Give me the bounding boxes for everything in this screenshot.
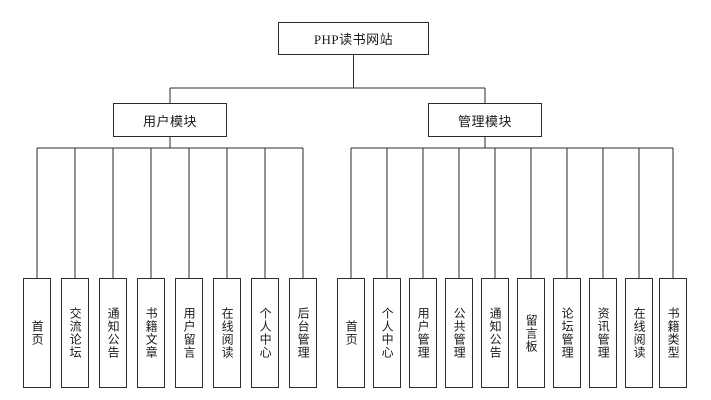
leaf-node-admin-public-mgmt[interactable]: 公共管理 — [445, 278, 473, 388]
leaf-node-user-backend[interactable]: 后台管理 — [289, 278, 317, 388]
module-node-admin[interactable]: 管理模块 — [428, 103, 542, 137]
leaf-node-label: 首页 — [30, 320, 45, 346]
module-node-admin-label: 管理模块 — [457, 113, 512, 129]
leaf-node-admin-user-mgmt[interactable]: 用户管理 — [409, 278, 437, 388]
leaf-node-label: 留言板 — [524, 313, 539, 353]
leaf-node-label: 书籍文章 — [144, 307, 159, 359]
leaf-node-user-center[interactable]: 个人中心 — [251, 278, 279, 388]
root-node-label: PHP读书网站 — [313, 32, 394, 47]
root-node-php-reading-website[interactable]: PHP读书网站 — [278, 22, 429, 55]
leaf-node-admin-board[interactable]: 留言板 — [517, 278, 545, 388]
leaf-node-label: 在线阅读 — [220, 307, 235, 359]
leaf-node-label: 公共管理 — [452, 307, 467, 359]
leaf-node-label: 用户留言 — [182, 307, 197, 359]
leaf-node-label: 个人中心 — [380, 307, 395, 359]
leaf-node-user-articles[interactable]: 书籍文章 — [137, 278, 165, 388]
leaf-node-label: 通知公告 — [488, 307, 503, 359]
leaf-node-admin-home[interactable]: 首页 — [337, 278, 365, 388]
module-node-user[interactable]: 用户模块 — [113, 103, 227, 137]
leaf-node-admin-forum-mgmt[interactable]: 论坛管理 — [553, 278, 581, 388]
leaf-node-admin-book-type[interactable]: 书籍类型 — [659, 278, 687, 388]
leaf-node-admin-reading[interactable]: 在线阅读 — [625, 278, 653, 388]
leaf-node-label: 后台管理 — [296, 307, 311, 359]
leaf-node-label: 资讯管理 — [596, 307, 611, 359]
leaf-node-label: 个人中心 — [258, 307, 273, 359]
leaf-node-label: 交流论坛 — [68, 307, 83, 359]
leaf-node-user-forum[interactable]: 交流论坛 — [61, 278, 89, 388]
leaf-node-label: 在线阅读 — [632, 307, 647, 359]
leaf-node-label: 用户管理 — [416, 307, 431, 359]
leaf-node-admin-notice[interactable]: 通知公告 — [481, 278, 509, 388]
module-node-user-label: 用户模块 — [142, 113, 197, 129]
leaf-node-label: 首页 — [344, 320, 359, 346]
leaf-node-admin-news-mgmt[interactable]: 资讯管理 — [589, 278, 617, 388]
leaf-node-user-notice[interactable]: 通知公告 — [99, 278, 127, 388]
leaf-node-admin-center[interactable]: 个人中心 — [373, 278, 401, 388]
leaf-node-user-home[interactable]: 首页 — [23, 278, 51, 388]
leaf-node-user-reading[interactable]: 在线阅读 — [213, 278, 241, 388]
leaf-node-user-message[interactable]: 用户留言 — [175, 278, 203, 388]
leaf-node-label: 论坛管理 — [560, 307, 575, 359]
leaf-node-label: 通知公告 — [106, 307, 121, 359]
leaf-node-label: 书籍类型 — [666, 307, 681, 359]
